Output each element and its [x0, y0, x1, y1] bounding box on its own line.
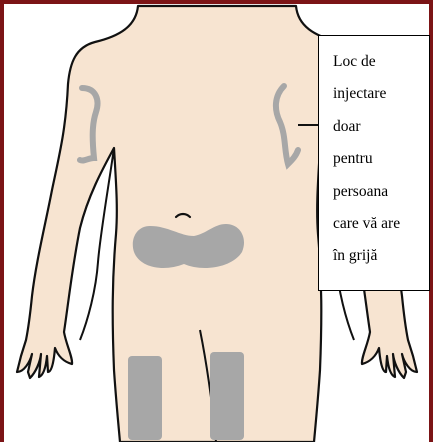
callout-line: în grijă [333, 240, 429, 272]
callout-line: persoana [333, 176, 429, 208]
callout-line: doar [333, 111, 429, 143]
callout-line: injectare [333, 78, 429, 110]
callout-box: Loc de injectare doar pentru persoana ca… [318, 35, 430, 291]
callout-line: pentru [333, 143, 429, 175]
right-thigh-injection-area [210, 352, 244, 440]
callout-line: Loc de [333, 46, 429, 78]
left-thigh-injection-area [128, 356, 162, 440]
callout-line: care vă are [333, 208, 429, 240]
